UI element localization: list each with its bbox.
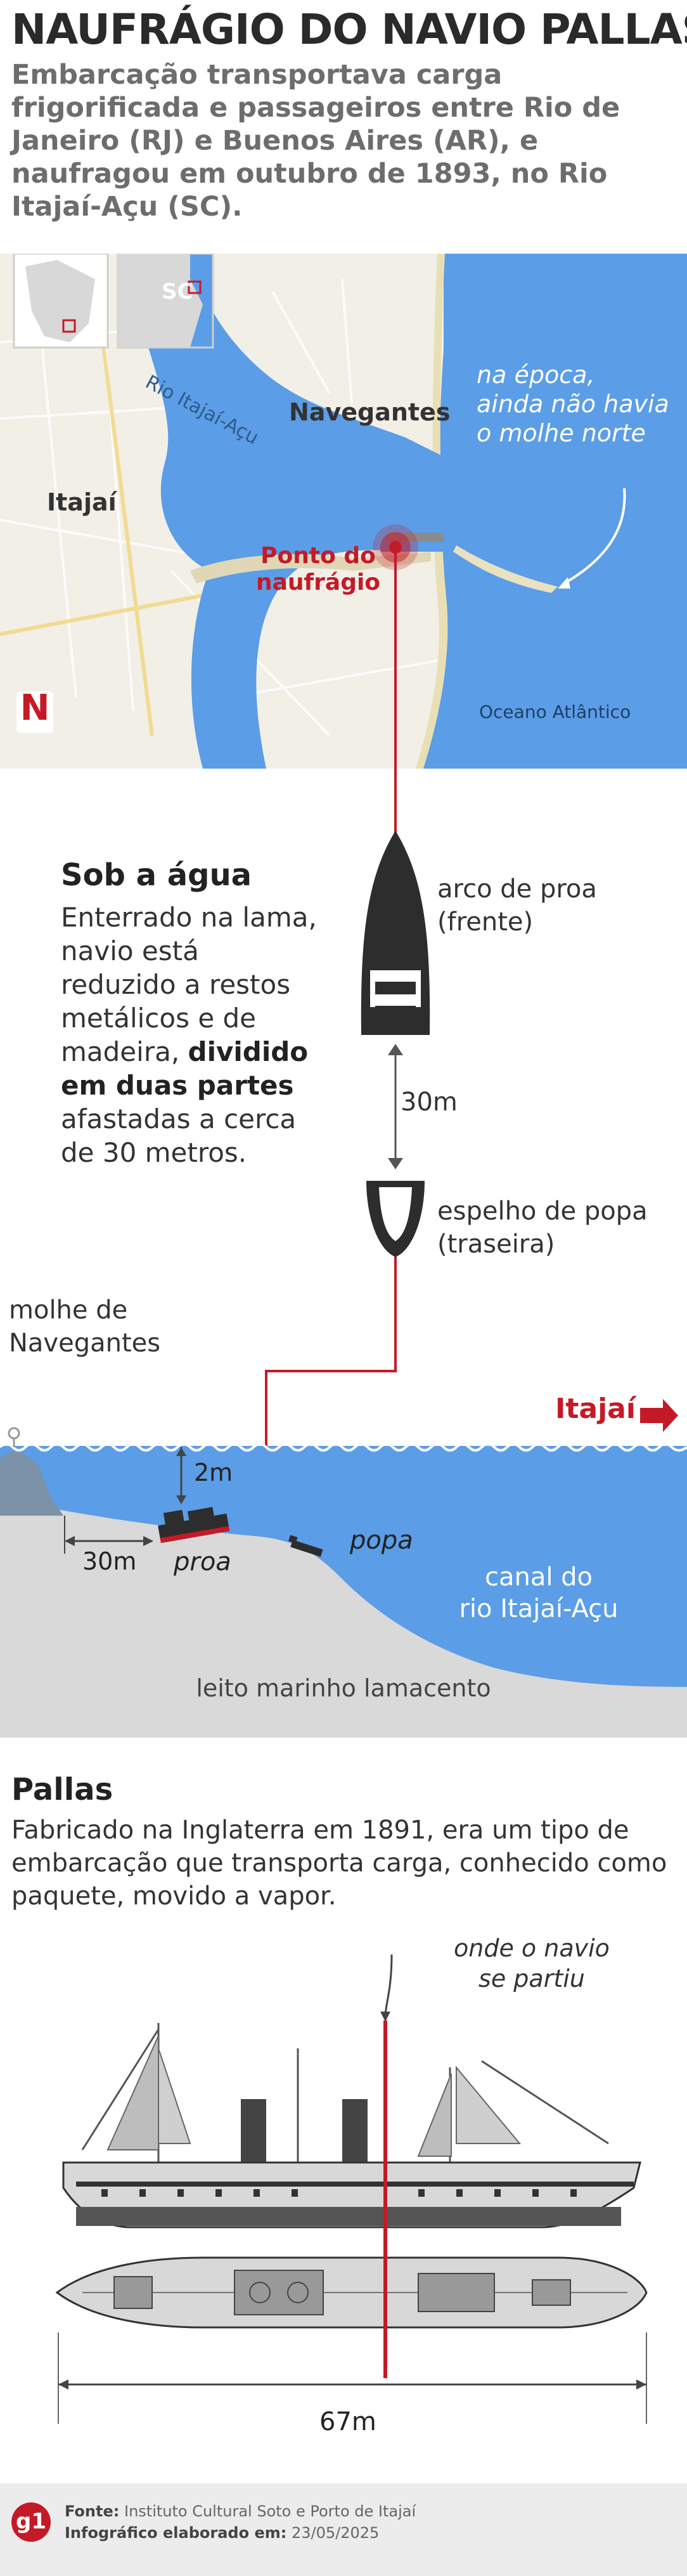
offset-label: 30m	[82, 1547, 137, 1575]
pallas-description: Fabricado na Inglaterra em 1891, era um …	[11, 1816, 667, 1911]
direction-label: Itajaí	[555, 1393, 636, 1425]
bow-label: arco de proa (frente)	[437, 873, 597, 939]
page-title: NAUFRÁGIO DO NAVIO PALLAS	[11, 5, 687, 54]
source-label: Fonte:	[65, 2502, 120, 2520]
footer: g1 Fonte: Instituto Cultural Soto e Port…	[0, 2483, 687, 2576]
inset-state-label: SC	[162, 279, 193, 304]
seabed-label: leito marinho lamacento	[196, 1674, 491, 1702]
underwater-description: Enterrado na lama, navio está reduzido a…	[61, 901, 321, 1169]
sunken-bow	[158, 1507, 230, 1544]
arrow-right-icon	[640, 1399, 678, 1432]
source-line: Fonte: Instituto Cultural Soto e Porto d…	[65, 2502, 416, 2520]
g1-logo: g1	[11, 2502, 51, 2542]
molhe-label: molhe de Navegantes	[9, 1294, 160, 1360]
length-label: 67m	[319, 2407, 376, 2436]
stern-label-line2: (traseira)	[437, 1230, 555, 1259]
molhe-label-line1: molhe de	[9, 1296, 128, 1325]
date-label: Infográfico elaborado em:	[65, 2524, 287, 2542]
north-arrow: N	[16, 687, 53, 733]
proa-label: proa	[174, 1547, 231, 1577]
location-map: SC Rio Itajaí-Açu Navegantes Itajaí Pont…	[0, 252, 687, 769]
city-itajai-label: Itajaí	[47, 488, 117, 516]
bow-label-line1: arco de proa	[437, 875, 597, 904]
jetty-note: na época, ainda não havia o molhe norte	[477, 360, 669, 448]
underwater-heading: Sob a água	[61, 857, 252, 893]
split-note-line2: se partiu	[478, 1965, 585, 1993]
popa-label: popa	[350, 1526, 413, 1555]
sunken-stern	[288, 1535, 323, 1557]
seabed	[0, 1503, 687, 1738]
bow-piece	[361, 831, 430, 1035]
pallas-heading: Pallas	[11, 1772, 113, 1807]
molhe-label-line2: Navegantes	[9, 1329, 161, 1358]
canal-label: canal do rio Itajaí-Açu	[444, 1561, 634, 1625]
depth-label: 2m	[194, 1459, 233, 1486]
north-icon: N	[20, 687, 50, 729]
pallas-ship-drawings	[55, 1954, 648, 2424]
source-value: Instituto Cultural Soto e Porto de Itaja…	[124, 2502, 416, 2520]
ocean-area	[418, 254, 687, 769]
split-note-line1: onde o navio	[454, 1934, 610, 1962]
underwater-text-bold: dividido em duas partes	[61, 1036, 309, 1101]
date-value: 23/05/2025	[291, 2524, 380, 2542]
underwater-text-end: afastadas a cerca de 30 metros.	[61, 1103, 297, 1168]
jetty-note-line2: ainda não havia	[477, 390, 669, 418]
distance-label: 30m	[401, 1088, 458, 1117]
molhe-rocks	[0, 1452, 63, 1516]
city-navegantes-label: Navegantes	[289, 398, 451, 426]
cross-section-diagram	[0, 1399, 687, 1738]
wreck-label-line1: Ponto do	[260, 543, 376, 569]
stern-label: espelho de popa (traseira)	[437, 1195, 648, 1261]
jetty-note-line1: na época,	[477, 361, 595, 389]
page-subtitle: Embarcação transportava carga frigorific…	[11, 59, 620, 223]
canal-label-line1: canal do	[484, 1563, 593, 1592]
jetty-note-line3: o molhe norte	[477, 419, 646, 447]
map-svg	[0, 252, 687, 769]
wreck-point-label: Ponto do naufrágio	[248, 543, 388, 596]
underwater-text-plain: Enterrado na lama, navio está reduzido a…	[61, 902, 317, 1067]
bow-label-line2: (frente)	[437, 907, 534, 937]
canal-label-line2: rio Itajaí-Açu	[459, 1594, 619, 1623]
river-area	[120, 254, 444, 769]
split-note: onde o navio se partiu	[454, 1933, 610, 1994]
ocean-label: Oceano Atlântico	[479, 701, 631, 722]
date-line: Infográfico elaborado em: 23/05/2025	[65, 2524, 379, 2542]
wreck-label-line2: naufrágio	[255, 569, 381, 595]
stern-label-line1: espelho de popa	[437, 1197, 648, 1226]
